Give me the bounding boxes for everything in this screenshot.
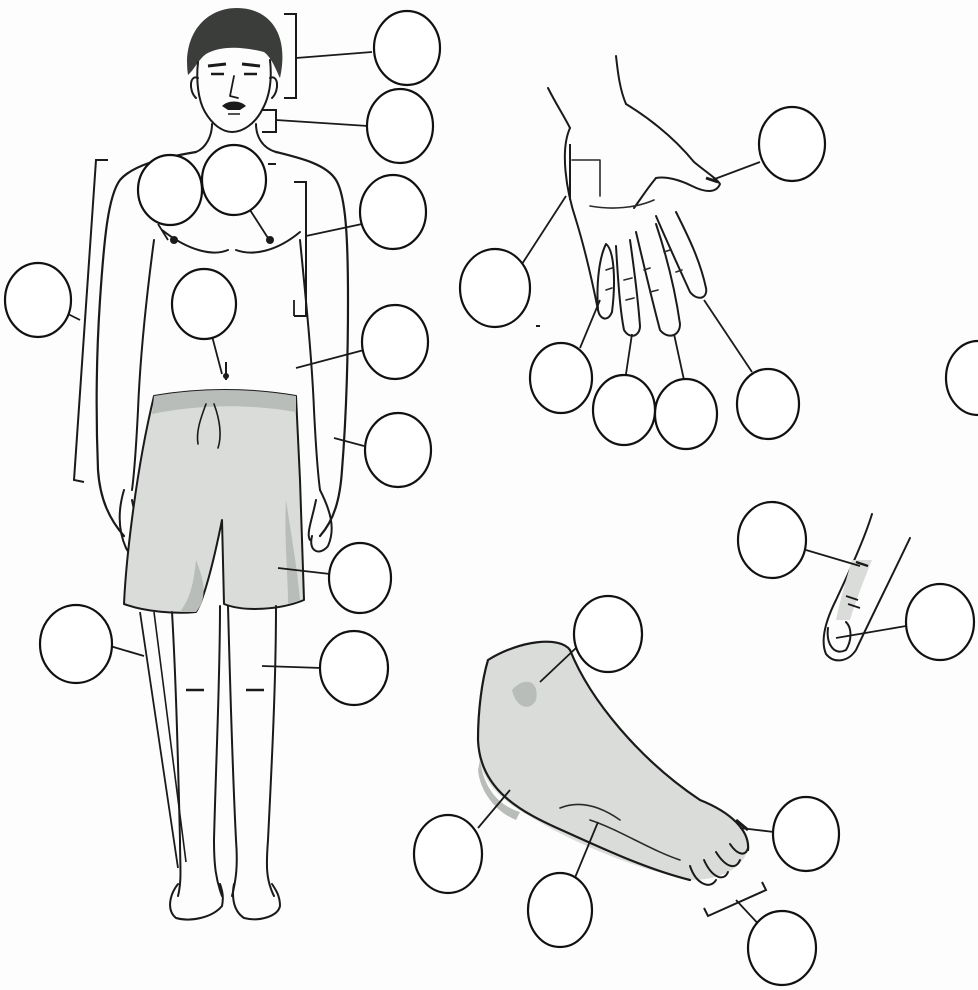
label-circle-pec-left[interactable]: [138, 155, 202, 225]
label-circle-navel[interactable]: [172, 269, 236, 339]
foot-left: [170, 884, 223, 920]
label-circle-chin[interactable]: [367, 89, 433, 163]
label-circle-upper-limb[interactable]: [5, 263, 71, 337]
label-circle-thigh[interactable]: [329, 543, 391, 613]
label-circle-knee[interactable]: [320, 631, 388, 705]
bracket-upper-limb: [74, 160, 108, 482]
leader-navel: [212, 336, 222, 374]
hand-right: [309, 490, 332, 551]
full-body-figure: [97, 8, 348, 920]
leader-finger-2: [626, 334, 632, 374]
label-circle-finger-nail[interactable]: [906, 584, 974, 660]
leader-chest: [306, 224, 362, 236]
foot-right: [233, 884, 280, 919]
eyebrow-right: [242, 64, 260, 66]
leader-upper-limb: [68, 314, 80, 320]
finger-middle: [616, 240, 640, 336]
foot-figure: [478, 642, 748, 885]
leg-right: [228, 606, 276, 896]
leader-palm: [522, 196, 566, 264]
nose: [230, 76, 238, 98]
bracket-chin: [262, 110, 276, 132]
label-circle-toes[interactable]: [748, 911, 816, 985]
leader-chin: [276, 120, 368, 126]
shorts: [124, 390, 304, 613]
leg-left: [172, 606, 222, 896]
face: [197, 60, 270, 132]
wrist-right: [616, 56, 626, 104]
leader-lower-limb: [110, 646, 144, 656]
label-circle-finger-joint[interactable]: [738, 502, 806, 578]
finger-ring: [636, 224, 680, 336]
label-circle-finger-2[interactable]: [593, 375, 655, 445]
leader-flank: [296, 350, 364, 368]
leader-head: [296, 52, 372, 58]
leader-knee: [262, 666, 322, 668]
mustache: [222, 102, 246, 111]
leader-thumb: [712, 162, 760, 180]
bracket-toes: [704, 882, 766, 916]
chest-line: [162, 230, 300, 253]
leader-forearm: [334, 438, 364, 446]
navel: [223, 373, 229, 379]
label-circle-big-toe[interactable]: [773, 797, 839, 871]
label-circle-finger-3[interactable]: [655, 379, 717, 449]
leader-finger-3: [674, 334, 684, 380]
leader-pec-right: [250, 210, 268, 238]
leader-pec-left: [158, 224, 168, 240]
palm-crease: [572, 160, 654, 208]
bracket-head: [284, 14, 296, 98]
leader-big-toe: [740, 828, 774, 832]
label-circle-pec-right[interactable]: [202, 145, 266, 215]
label-circle-heel[interactable]: [414, 815, 482, 893]
label-circle-flank[interactable]: [362, 305, 428, 379]
label-circle-head[interactable]: [374, 11, 440, 85]
eyebrow-left: [208, 64, 226, 66]
label-circle-lower-limb[interactable]: [40, 605, 112, 683]
label-circle-sole[interactable]: [528, 873, 592, 947]
label-circle-forearm[interactable]: [365, 413, 431, 487]
leader-finger-4: [704, 300, 752, 372]
label-circle-ankle[interactable]: [574, 596, 642, 672]
palm: [565, 104, 720, 310]
leader-finger-joint: [806, 550, 860, 566]
finger-index: [597, 244, 614, 319]
label-circle-thumb[interactable]: [759, 107, 825, 181]
wrist-left: [548, 88, 570, 128]
finger-little: [656, 212, 706, 298]
leader-finger-1: [580, 300, 600, 348]
label-circle-finger-4[interactable]: [737, 369, 799, 439]
leader-finger-nail: [836, 626, 906, 638]
label-circle-chest[interactable]: [360, 175, 426, 249]
hair: [187, 8, 282, 78]
foot-shade: [478, 642, 748, 880]
hand-figure: [536, 56, 720, 336]
label-circle-palm[interactable]: [460, 249, 530, 327]
label-circle-edge[interactable]: [946, 341, 978, 415]
label-circle-finger-1[interactable]: [530, 343, 592, 413]
nipple-left: [170, 236, 178, 244]
